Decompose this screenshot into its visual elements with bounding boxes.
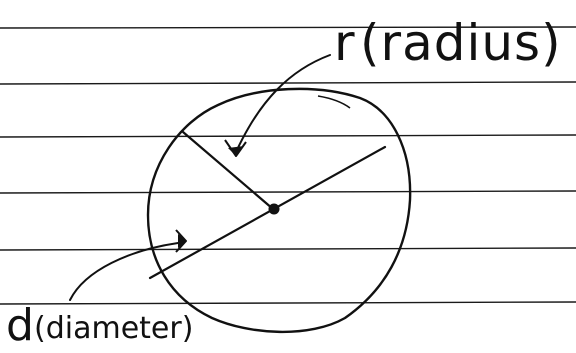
diameter-word-label: (diameter) [34,311,193,346]
rule-line [0,26,576,29]
radius-line [181,130,275,211]
rule-line [0,301,576,305]
center-point [268,203,280,215]
diameter-letter-label: d [6,300,34,351]
rule-line [0,134,576,138]
radius-arrowhead-fill [228,146,244,156]
radius-letter-label: r [334,14,356,72]
rule-line [0,81,576,85]
rule-line [0,247,576,251]
diameter-line [148,145,387,280]
rule-line [0,190,576,194]
circle-outline [146,87,412,334]
diameter-arrow [69,242,179,301]
radius-word-label: (radius) [360,14,562,72]
radius-arrow [235,54,331,153]
ruled-lines [0,26,576,305]
circle-overlap-stroke [317,95,351,109]
diameter-arrowhead-fill [178,234,187,248]
